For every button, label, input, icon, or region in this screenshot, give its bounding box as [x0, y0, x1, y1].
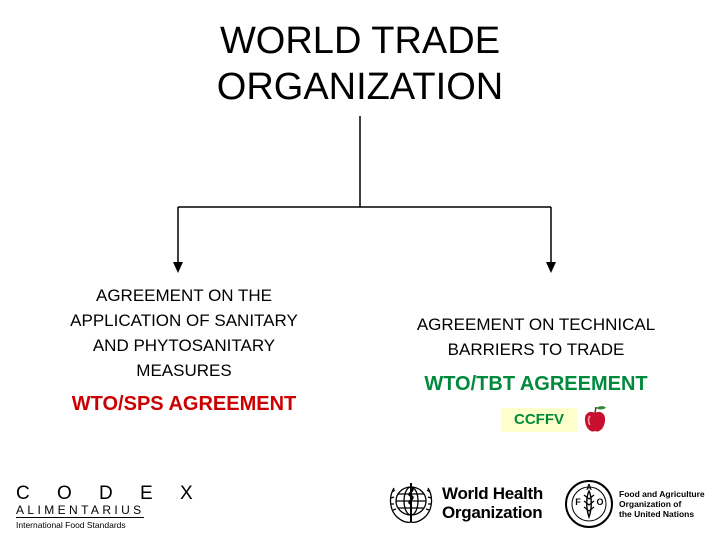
fao-name-line-2: Organization of: [619, 499, 682, 509]
codex-logo-rule: [16, 517, 144, 518]
fao-emblem-icon: F A O: [565, 480, 613, 528]
title-line-2: ORGANIZATION: [216, 66, 504, 108]
apple-icon: [584, 406, 606, 432]
fao-emblem-letter-f: F: [575, 497, 581, 507]
who-name-line-2: Organization: [442, 503, 543, 522]
codex-logo-tagline: International Food Standards: [16, 520, 126, 530]
sps-line-1: AGREEMENT ON THE: [95, 286, 272, 305]
fao-emblem-letter-a: A: [586, 483, 592, 492]
sps-line-2: APPLICATION OF SANITARY: [70, 311, 298, 330]
tbt-agreement-title: AGREEMENT ON TECHNICAL BARRIERS TO TRADE: [378, 312, 694, 362]
fao-name-line-3: the United Nations: [619, 509, 695, 519]
sps-line-4: MEASURES: [136, 361, 232, 380]
sps-line-3: AND PHYTOSANITARY: [92, 336, 276, 355]
tbt-short-name: WTO/TBT AGREEMENT: [424, 373, 648, 395]
right-arrowhead: [546, 262, 556, 273]
tbt-line-1: AGREEMENT ON TECHNICAL: [416, 315, 656, 334]
tbt-line-2: BARRIERS TO TRADE: [447, 340, 625, 359]
who-logo-name: World Health Organization: [442, 484, 543, 522]
sps-short-name: WTO/SPS AGREEMENT: [71, 393, 297, 415]
who-emblem-icon: [389, 483, 433, 523]
fao-emblem-letter-o: O: [596, 497, 603, 507]
title-line-1: WORLD TRADE: [219, 20, 501, 62]
codex-logo-title: C O D E X: [16, 483, 204, 504]
left-arrowhead: [173, 262, 183, 273]
page-title: WORLD TRADE ORGANIZATION: [150, 18, 570, 110]
who-name-line-1: World Health: [442, 484, 543, 503]
ccffv-badge: CCFFV: [501, 408, 577, 432]
fao-logo-name: Food and Agriculture Organization of the…: [619, 489, 705, 519]
codex-logo-subtitle: ALIMENTARIUS: [16, 503, 145, 517]
sps-agreement-title: AGREEMENT ON THE APPLICATION OF SANITARY…: [34, 283, 334, 383]
fao-name-line-1: Food and Agriculture: [619, 489, 705, 499]
